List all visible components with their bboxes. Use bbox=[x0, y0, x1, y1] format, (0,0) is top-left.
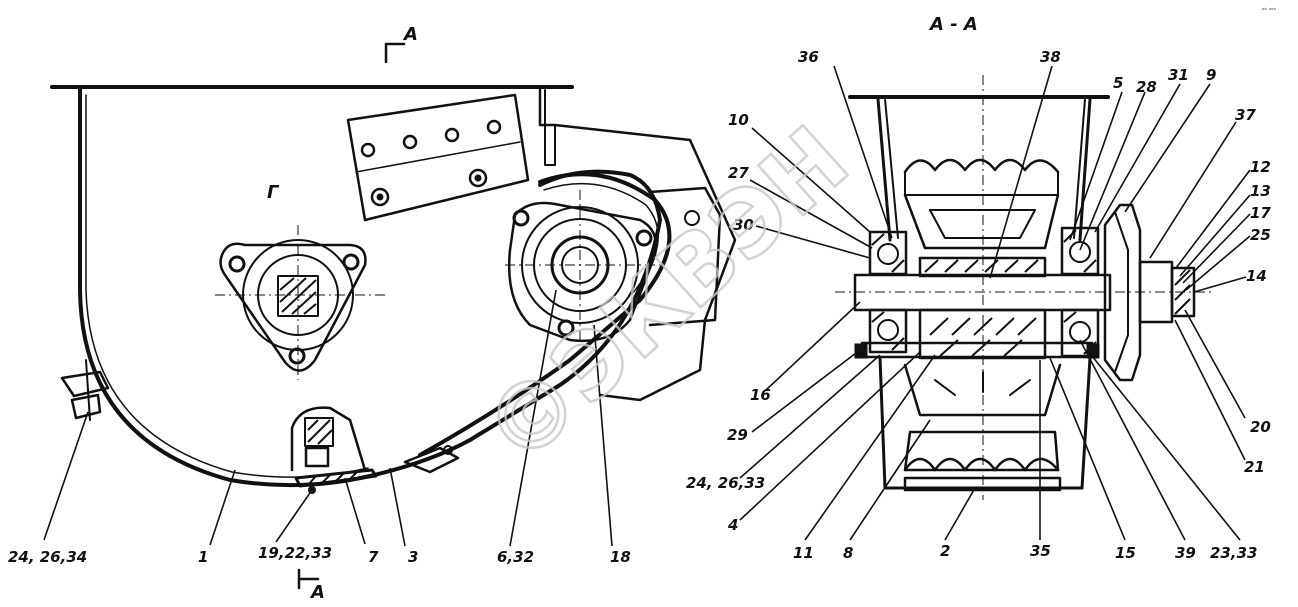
drive-belt bbox=[418, 172, 672, 457]
callout-30: 30 bbox=[733, 216, 754, 234]
callout-28: 28 bbox=[1136, 78, 1157, 96]
callout-25: 25 bbox=[1250, 226, 1271, 244]
callout-38: 38 bbox=[1040, 48, 1061, 66]
callout-24-26-34: 24, 26,34 bbox=[8, 548, 87, 566]
callout-36: 36 bbox=[798, 48, 819, 66]
callout-19-22-33: 19,22,33 bbox=[258, 544, 332, 562]
callout-4: 4 bbox=[727, 516, 738, 534]
callout-21: 21 bbox=[1244, 458, 1265, 476]
right-callouts: 36 38 5 28 31 9 37 10 27 30 12 13 17 25 … bbox=[686, 48, 1271, 562]
callout-24-26-33: 24, 26,33 bbox=[686, 474, 765, 492]
callout-2: 2 bbox=[940, 542, 950, 560]
section-mark-top: А bbox=[402, 24, 418, 45]
callout-35: 35 bbox=[1030, 542, 1051, 560]
callout-3: 3 bbox=[408, 548, 418, 566]
callout-15: 15 bbox=[1115, 544, 1136, 562]
callout-5: 5 bbox=[1113, 74, 1123, 92]
watermark: ©ЭКВЭН bbox=[463, 106, 869, 486]
section-view: А - А bbox=[835, 14, 1215, 500]
callout-23-33: 23,33 bbox=[1210, 544, 1257, 562]
pulley bbox=[1103, 203, 1196, 382]
callout-13: 13 bbox=[1250, 182, 1271, 200]
callout-29: 29 bbox=[727, 426, 748, 444]
clamp-detail bbox=[290, 406, 378, 494]
callout-11: 11 bbox=[793, 544, 814, 562]
callout-17: 17 bbox=[1250, 204, 1271, 222]
housing-shell bbox=[78, 87, 662, 488]
left-callouts: 24, 26,34 1 19,22,33 7 3 6,32 18 bbox=[8, 544, 631, 566]
callout-14: 14 bbox=[1246, 267, 1267, 285]
callout-12: 12 bbox=[1250, 158, 1271, 176]
left-bolt bbox=[60, 359, 110, 421]
callout-37: 37 bbox=[1235, 106, 1256, 124]
left-bearing-flange bbox=[215, 225, 385, 380]
callout-16: 16 bbox=[750, 386, 771, 404]
callout-31: 31 bbox=[1168, 66, 1189, 84]
left-leaders bbox=[43, 289, 613, 547]
section-mark-bottom: А bbox=[309, 582, 325, 603]
right-bearing bbox=[1060, 226, 1100, 358]
callout-7: 7 bbox=[368, 548, 379, 566]
callout-10: 10 bbox=[728, 111, 749, 129]
right-leaders bbox=[739, 65, 1251, 541]
callout-1: 1 bbox=[198, 548, 208, 566]
callout-39: 39 bbox=[1175, 544, 1196, 562]
section-title: А - А bbox=[928, 14, 978, 35]
mounting-plate bbox=[346, 93, 530, 222]
callout-9: 9 bbox=[1206, 66, 1216, 84]
callout-18: 18 bbox=[610, 548, 631, 566]
side-view: А А Г bbox=[50, 24, 737, 603]
view-letter: Г bbox=[267, 182, 280, 203]
right-bearing-flange bbox=[505, 190, 660, 345]
callout-6-32: 6,32 bbox=[497, 548, 534, 566]
corner-mark: ᵃᵇ ᵃᵃᵃ bbox=[1262, 7, 1276, 14]
callout-27: 27 bbox=[728, 164, 749, 182]
callout-20: 20 bbox=[1250, 418, 1271, 436]
callout-8: 8 bbox=[843, 544, 853, 562]
